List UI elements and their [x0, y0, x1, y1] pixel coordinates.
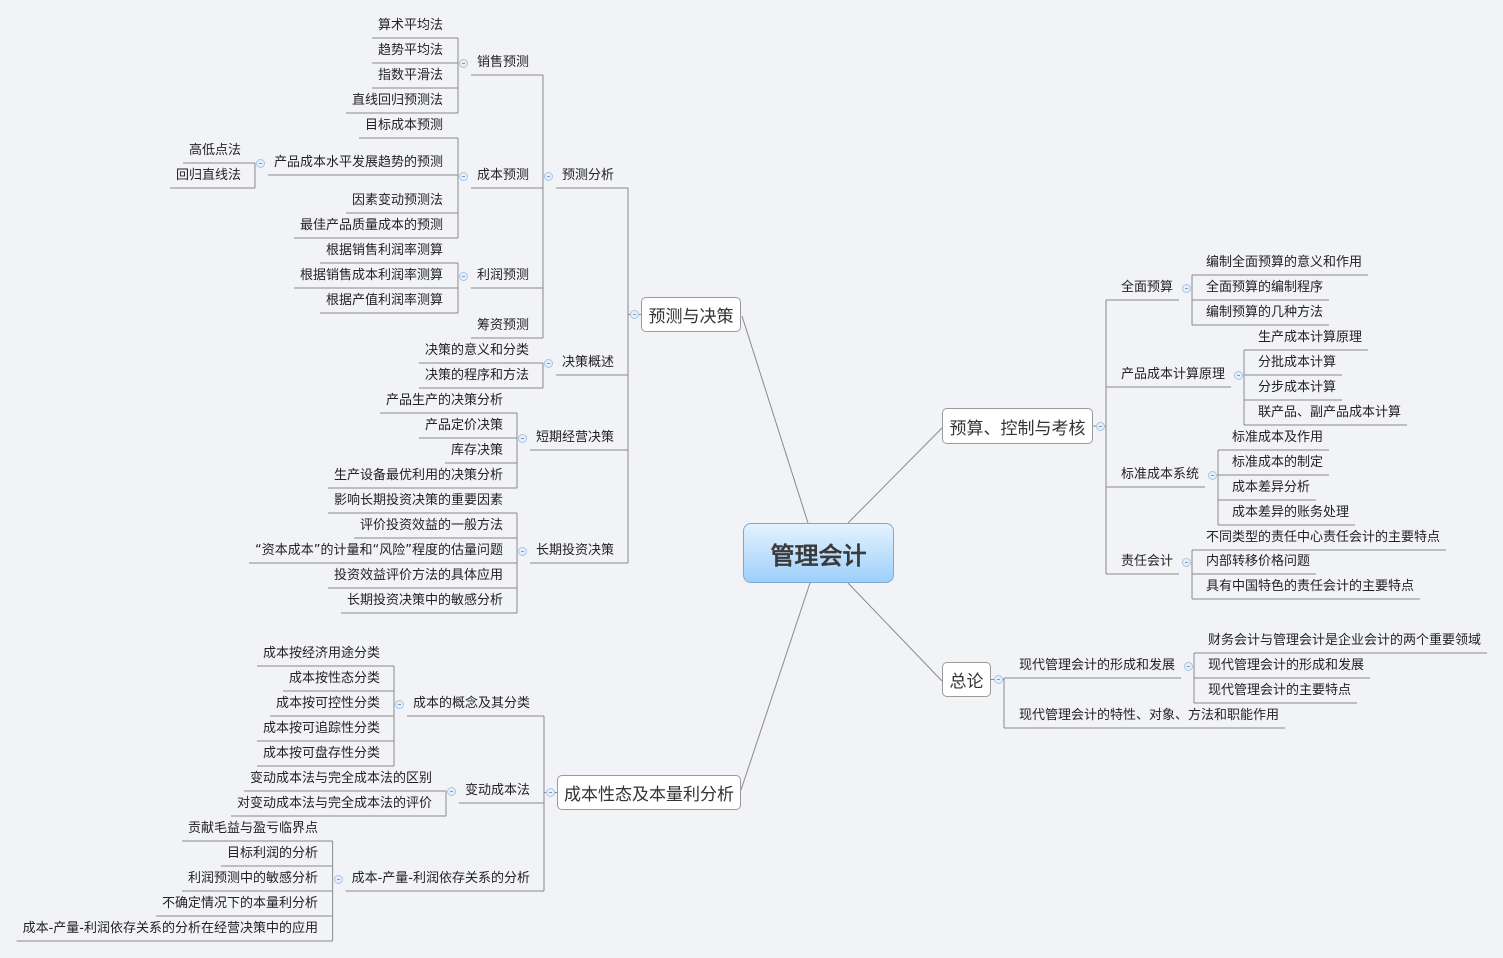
subtopic-node[interactable]: 利润预测 — [476, 268, 529, 283]
leaf-node[interactable]: 成本按经济用途分类 — [262, 646, 380, 661]
subtopic-node[interactable]: 长期投资决策 — [535, 543, 614, 558]
leaf-node[interactable]: 算术平均法 — [377, 18, 443, 33]
central-link — [847, 427, 943, 524]
collapse-icon[interactable] — [629, 310, 639, 319]
subtopic-node[interactable]: 销售预测 — [476, 55, 529, 70]
leaf-node[interactable]: 成本按性态分类 — [288, 671, 380, 686]
central-link — [847, 582, 943, 682]
main-topic[interactable]: 成本性态及本量利分析 — [557, 775, 741, 810]
collapse-icon[interactable] — [1183, 661, 1193, 671]
collapse-icon[interactable] — [256, 158, 266, 168]
leaf-node[interactable]: 编制全面预算的意义和作用 — [1206, 255, 1363, 270]
collapse-icon[interactable] — [544, 171, 554, 181]
subtopic-node[interactable]: 标准成本系统 — [1121, 467, 1200, 482]
subtopic-node[interactable]: 产品成本计算原理 — [1121, 367, 1226, 382]
leaf-node[interactable]: 成本差异分析 — [1232, 480, 1311, 495]
leaf-node[interactable]: 现代管理会计的特性、对象、方法和职能作用 — [1019, 708, 1280, 723]
leaf-node[interactable]: 标准成本及作用 — [1232, 430, 1324, 445]
collapse-icon[interactable] — [447, 786, 457, 796]
leaf-node[interactable]: 成本-产量-利润依存关系的分析在经营决策中的应用 — [22, 921, 318, 936]
leaf-node[interactable]: 影响长期投资决策的重要因素 — [333, 493, 503, 508]
leaf-node[interactable]: 生产设备最优利用的决策分析 — [333, 468, 503, 483]
collapse-icon[interactable] — [518, 433, 528, 443]
leaf-node[interactable]: 高低点法 — [188, 143, 241, 158]
leaf-node[interactable]: 最佳产品质量成本的预测 — [299, 218, 443, 233]
leaf-node[interactable]: 变动成本法与完全成本法的区别 — [249, 771, 432, 786]
collapse-icon[interactable] — [334, 874, 344, 884]
leaf-node[interactable]: 成本按可控性分类 — [275, 696, 380, 711]
collapse-icon[interactable] — [1233, 370, 1243, 380]
leaf-node[interactable]: 不确定情况下的本量利分析 — [161, 896, 318, 911]
leaf-node[interactable]: 根据销售利润率测算 — [325, 243, 443, 258]
central-link — [741, 315, 809, 524]
central-link — [740, 582, 811, 791]
collapse-icon[interactable] — [395, 699, 405, 709]
main-topic[interactable]: 预算、控制与考核 — [942, 408, 1093, 444]
subtopic-node[interactable]: 成本的概念及其分类 — [412, 696, 530, 711]
collapse-icon[interactable] — [1181, 283, 1191, 293]
leaf-node[interactable]: 因素变动预测法 — [351, 193, 443, 208]
leaf-node[interactable]: 标准成本的制定 — [1232, 455, 1324, 470]
main-topic[interactable]: 总论 — [942, 662, 991, 697]
leaf-node[interactable]: 现代管理会计的形成和发展 — [1208, 658, 1365, 673]
subtopic-node[interactable]: 现代管理会计的形成和发展 — [1019, 658, 1176, 673]
leaf-node[interactable]: 长期投资决策中的敏感分析 — [346, 593, 503, 608]
leaf-node[interactable]: 决策的意义和分类 — [424, 343, 529, 358]
leaf-node[interactable]: 生产成本计算原理 — [1258, 330, 1363, 345]
collapse-icon[interactable] — [993, 675, 1003, 684]
subtopic-node[interactable]: 全面预算 — [1121, 280, 1174, 295]
leaf-node[interactable]: 根据销售成本利润率测算 — [299, 268, 443, 283]
subtopic-node[interactable]: 决策概述 — [561, 355, 614, 370]
leaf-node[interactable]: 内部转移价格问题 — [1206, 554, 1311, 569]
leaf-node[interactable]: 财务会计与管理会计是企业会计的两个重要领域 — [1208, 633, 1482, 648]
leaf-node[interactable]: 根据产值利润率测算 — [325, 293, 443, 308]
leaf-node[interactable]: 直线回归预测法 — [351, 93, 443, 108]
leaf-node[interactable]: 成本按可盘存性分类 — [262, 746, 380, 761]
subtopic-node[interactable]: 责任会计 — [1121, 554, 1174, 569]
leaf-node[interactable]: 成本差异的账务处理 — [1232, 505, 1350, 520]
leaf-node[interactable]: 库存决策 — [450, 443, 503, 458]
leaf-node[interactable]: 回归直线法 — [175, 168, 241, 183]
leaf-node[interactable]: 评价投资效益的一般方法 — [359, 518, 503, 533]
leaf-node[interactable]: 趋势平均法 — [377, 43, 443, 58]
collapse-icon[interactable] — [459, 58, 469, 68]
collapse-icon[interactable] — [459, 271, 469, 281]
main-topic[interactable]: 预测与决策 — [641, 297, 741, 332]
leaf-node[interactable]: 目标成本预测 — [364, 118, 443, 133]
leaf-node[interactable]: 成本按可追踪性分类 — [262, 721, 380, 736]
leaf-node[interactable]: “资本成本”的计量和“风险”程度的估量问题 — [255, 543, 503, 558]
leaf-node[interactable]: 编制预算的几种方法 — [1206, 305, 1324, 320]
subtopic-node[interactable]: 变动成本法 — [464, 783, 530, 798]
subtopic-node[interactable]: 短期经营决策 — [535, 430, 614, 445]
subtopic-node[interactable]: 预测分析 — [561, 168, 614, 183]
leaf-node[interactable]: 不同类型的责任中心责任会计的主要特点 — [1206, 530, 1441, 545]
leaf-node[interactable]: 具有中国特色的责任会计的主要特点 — [1206, 579, 1415, 594]
leaf-node[interactable]: 决策的程序和方法 — [424, 368, 529, 383]
subtopic-node[interactable]: 产品成本水平发展趋势的预测 — [273, 155, 443, 170]
leaf-node[interactable]: 分步成本计算 — [1258, 380, 1337, 395]
subtopic-node[interactable]: 成本-产量-利润依存关系的分析 — [351, 871, 530, 886]
leaf-node[interactable]: 目标利润的分析 — [226, 846, 318, 861]
leaf-node[interactable]: 产品定价决策 — [424, 418, 503, 433]
collapse-icon[interactable] — [545, 788, 555, 797]
collapse-icon[interactable] — [518, 546, 528, 556]
leaf-node[interactable]: 投资效益评价方法的具体应用 — [333, 568, 503, 583]
leaf-node[interactable]: 全面预算的编制程序 — [1206, 280, 1324, 295]
leaf-node[interactable]: 利润预测中的敏感分析 — [187, 871, 318, 886]
leaf-node[interactable]: 贡献毛益与盈亏临界点 — [187, 821, 318, 836]
leaf-node[interactable]: 筹资预测 — [476, 318, 529, 333]
collapse-icon[interactable] — [1095, 421, 1105, 431]
leaf-node[interactable]: 现代管理会计的主要特点 — [1208, 683, 1352, 698]
leaf-node[interactable]: 联产品、副产品成本计算 — [1258, 405, 1402, 420]
collapse-icon[interactable] — [544, 358, 554, 368]
central-topic[interactable]: 管理会计 — [743, 523, 894, 583]
leaf-node[interactable]: 分批成本计算 — [1258, 355, 1337, 370]
leaf-node[interactable]: 指数平滑法 — [377, 68, 443, 83]
collapse-icon[interactable] — [1207, 470, 1217, 480]
leaf-node[interactable]: 产品生产的决策分析 — [385, 393, 503, 408]
collapse-icon[interactable] — [1181, 557, 1191, 567]
collapse-icon[interactable] — [459, 171, 469, 181]
leaf-node[interactable]: 对变动成本法与完全成本法的评价 — [236, 796, 432, 811]
subtopic-node[interactable]: 成本预测 — [476, 168, 529, 183]
